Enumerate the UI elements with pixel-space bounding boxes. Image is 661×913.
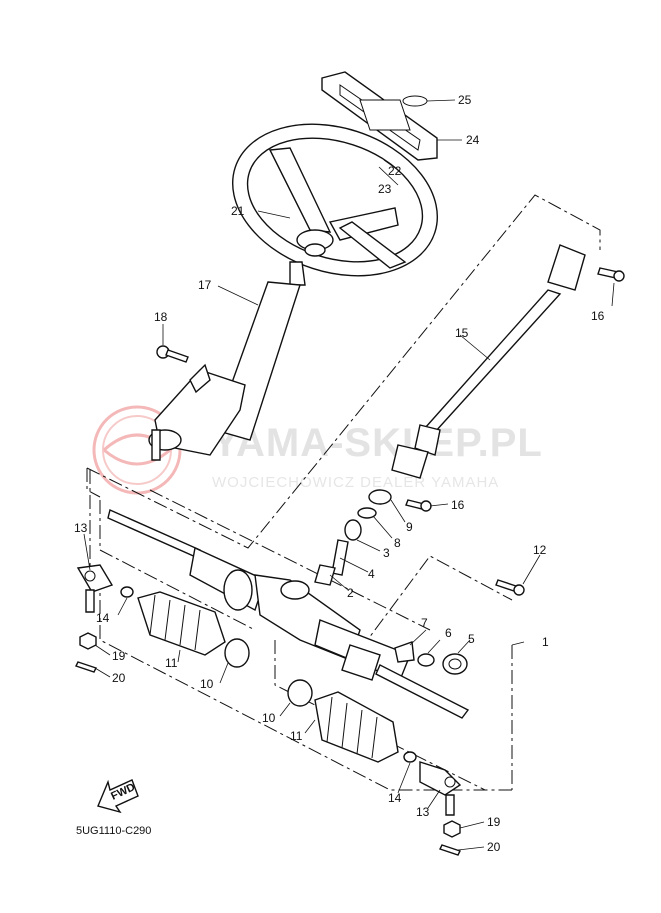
steering-column-part: [148, 261, 306, 461]
band-part-left: [224, 638, 250, 668]
callout-22: 22: [388, 164, 402, 178]
callouts: 25 24 22 23 21 17 18 16 15 16 9 8 3 4 2 …: [74, 93, 605, 854]
callout-20-right: 20: [487, 840, 501, 854]
boot-part-left: [137, 591, 226, 656]
bolt-part-16-upper: [597, 267, 625, 282]
callout-17: 17: [198, 278, 212, 292]
cotter-pin-part-20-right: [439, 844, 461, 856]
plug-part-7: [394, 641, 415, 663]
callout-1: 1: [542, 635, 549, 649]
seal-part-9: [368, 489, 392, 505]
callout-10-right: 10: [262, 711, 276, 725]
callout-11-right: 11: [290, 729, 303, 743]
band-part-right: [287, 679, 313, 707]
callout-13-left: 13: [74, 521, 88, 535]
tie-rod-end-right: [419, 761, 462, 816]
leader-lines: [83, 99, 615, 851]
nut-part-6: [417, 653, 435, 667]
callout-23: 23: [378, 182, 392, 196]
steering-wheel-part: [231, 123, 439, 277]
bolt-part-16-lower: [405, 499, 432, 512]
intermediate-shaft-part: [391, 244, 586, 479]
callout-16-upper: 16: [591, 309, 605, 323]
cotter-pin-part-20-left: [75, 661, 97, 673]
callout-19-right: 19: [487, 815, 501, 829]
pinion-part: [314, 539, 349, 586]
nut-part-19-left: [79, 632, 97, 650]
callout-20-left: 20: [112, 671, 126, 685]
nut-part-14-left: [120, 586, 134, 598]
callout-8: 8: [394, 536, 401, 550]
watermark-text: YAMA-SKLEP.PL: [212, 421, 543, 465]
boot-part-right: [314, 691, 399, 763]
callout-21: 21: [231, 204, 245, 218]
ring-part-8: [357, 507, 377, 519]
callout-2: 2: [347, 586, 354, 600]
callout-11-left: 11: [165, 656, 178, 670]
fwd-arrow-icon: FWD: [97, 779, 139, 814]
callout-25: 25: [458, 93, 472, 107]
callout-15: 15: [455, 326, 469, 340]
nut-part-19-right: [443, 820, 461, 838]
callout-10-left: 10: [200, 677, 214, 691]
callout-6: 6: [445, 626, 452, 640]
callout-14-right: 14: [388, 791, 402, 805]
callout-7: 7: [421, 616, 428, 630]
callout-13-right: 13: [416, 805, 430, 819]
rack-housing-part: [107, 509, 470, 719]
diagram-code: 5UG1110-C290: [76, 825, 151, 837]
emblem-part: [402, 95, 428, 107]
callout-18: 18: [154, 310, 168, 324]
callout-3: 3: [383, 546, 390, 560]
tie-rod-end-left: [76, 564, 114, 613]
bolt-part-12: [495, 579, 525, 596]
callout-5: 5: [468, 632, 475, 646]
callout-19-left: 19: [112, 649, 126, 663]
callout-12: 12: [533, 543, 547, 557]
wheel-cover-part: [321, 71, 438, 161]
callout-14-left: 14: [96, 611, 110, 625]
spring-cap-part-5: [442, 653, 468, 675]
nut-part-14-right: [403, 751, 417, 763]
watermark: YAMA-SKLEP.PL WOJCIECHOWICZ DEALER YAMAH…: [92, 405, 543, 495]
bolt-part-18: [156, 345, 189, 363]
callout-24: 24: [466, 133, 480, 147]
watermark-subtext: WOJCIECHOWICZ DEALER YAMAHA: [212, 474, 499, 491]
callout-16-lower: 16: [451, 498, 465, 512]
bearing-part-3: [344, 519, 362, 541]
callout-4: 4: [368, 567, 375, 581]
callout-9: 9: [406, 520, 413, 534]
